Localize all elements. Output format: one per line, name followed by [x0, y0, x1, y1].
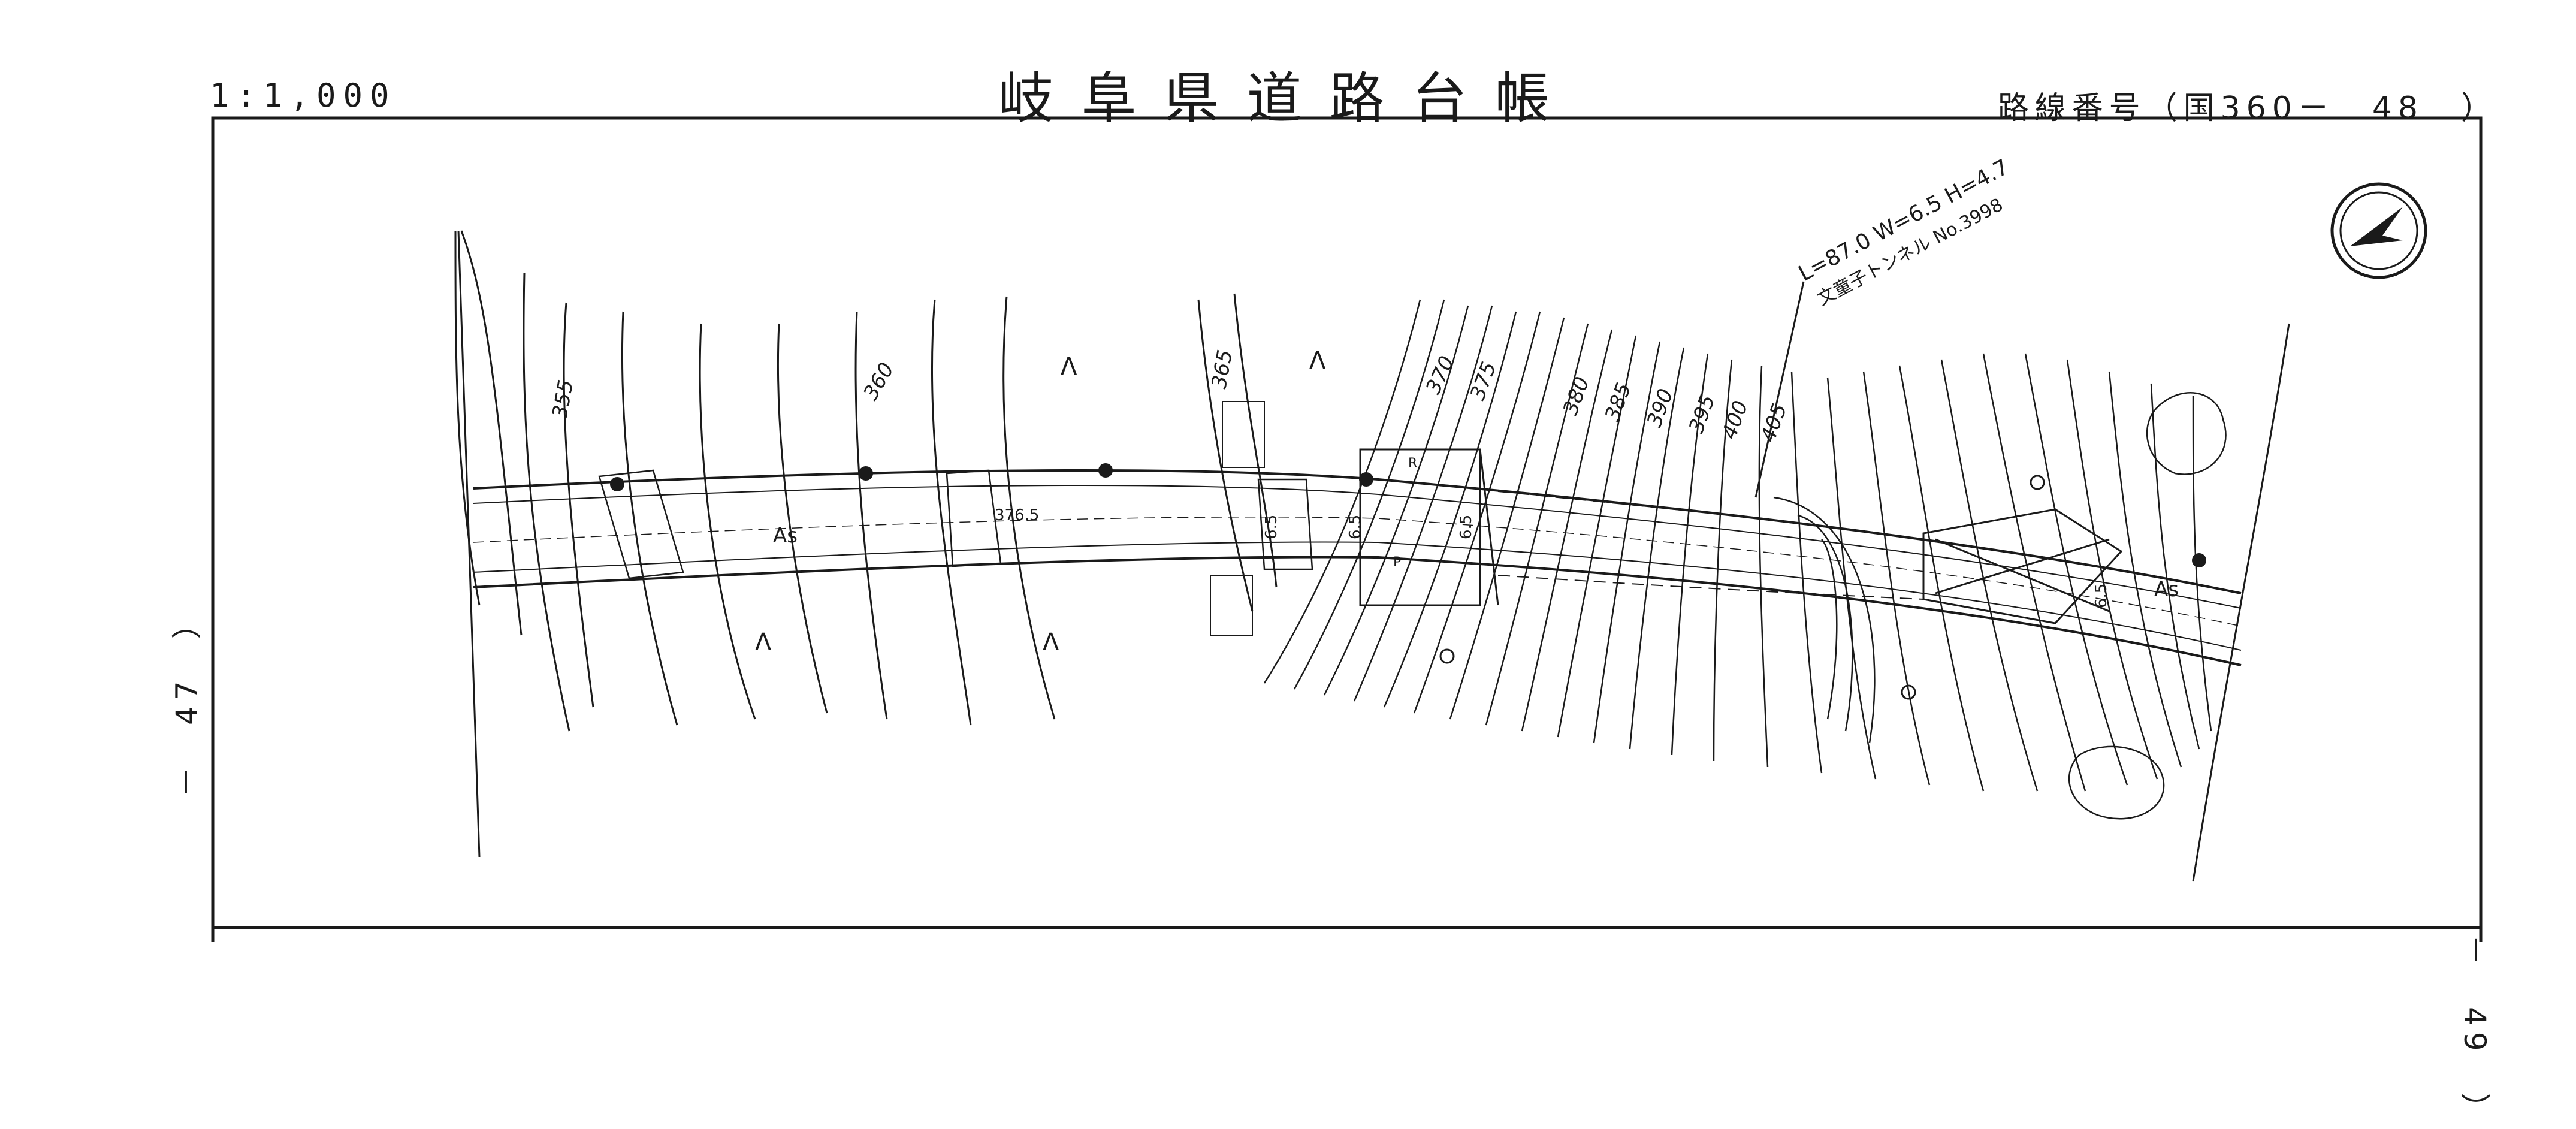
contour-lines-west: [454, 230, 1278, 732]
next-sheet-link[interactable]: － 49 ）: [2457, 935, 2492, 1129]
map-frame: [211, 116, 2483, 942]
retaining-walls: [1210, 401, 1265, 636]
contour-label: 380: [1559, 373, 1594, 418]
tunnel-portal-west: [1359, 448, 1499, 606]
survey-boundary-west: [457, 230, 481, 858]
page-title: 岐阜県道路台帳: [998, 67, 1578, 131]
contour-lines-east: [1263, 299, 2212, 792]
contour-label: 360: [859, 358, 899, 404]
route-number: 路線番号（国360－ 48 ）: [1997, 90, 2498, 126]
contour-label: 355: [548, 378, 578, 421]
road-width-label: 6.5: [1263, 515, 1281, 539]
tunnel-bore: [1497, 491, 1924, 600]
vegetation-symbol: Λ: [1309, 347, 1326, 375]
map-scale: 1:1,000: [210, 77, 397, 114]
contour-labels: 355 360 365 370 375 380 385 390 395 400 …: [548, 348, 1792, 445]
road-national-360: [473, 469, 2242, 666]
surface-label: As: [773, 524, 798, 548]
structure-marker: P: [1393, 555, 1401, 570]
vegetation-symbol: Λ: [1061, 353, 1077, 381]
road-ledger-map: 355 360 365 370 375 380 385 390 395 400 …: [211, 116, 2483, 942]
tunnel-leader-line: [1754, 281, 1805, 498]
vegetation-areas: [2068, 392, 2227, 820]
utility-poles: [610, 463, 2206, 567]
contour-label: 375: [1466, 358, 1502, 403]
contour-label: 400: [1717, 397, 1753, 442]
vegetation-symbol: Λ: [755, 629, 772, 656]
contour-label: 385: [1600, 379, 1636, 424]
contour-label: 365: [1207, 348, 1237, 391]
vegetation-symbols: Λ Λ Λ Λ: [755, 347, 1326, 656]
road-width-label: 6.5: [1457, 515, 1475, 539]
elevation-label: 376.5: [995, 506, 1039, 524]
structure-marker: R: [1408, 456, 1417, 471]
contour-label: 395: [1684, 391, 1720, 436]
north-arrow-icon: [2330, 182, 2427, 279]
survey-markers: [1439, 475, 2045, 700]
road-width-label: 6.5: [2092, 584, 2110, 608]
contour-label: 390: [1642, 385, 1678, 430]
vegetation-symbol: Λ: [1043, 629, 1059, 656]
contour-label: 405: [1756, 400, 1792, 445]
survey-boundary-east: [2192, 323, 2290, 882]
surface-label: As: [2154, 578, 2179, 602]
culverts: [598, 469, 1313, 579]
tunnel-portal-east: [1922, 508, 2123, 624]
road-width-label: 6.5: [1346, 515, 1364, 539]
